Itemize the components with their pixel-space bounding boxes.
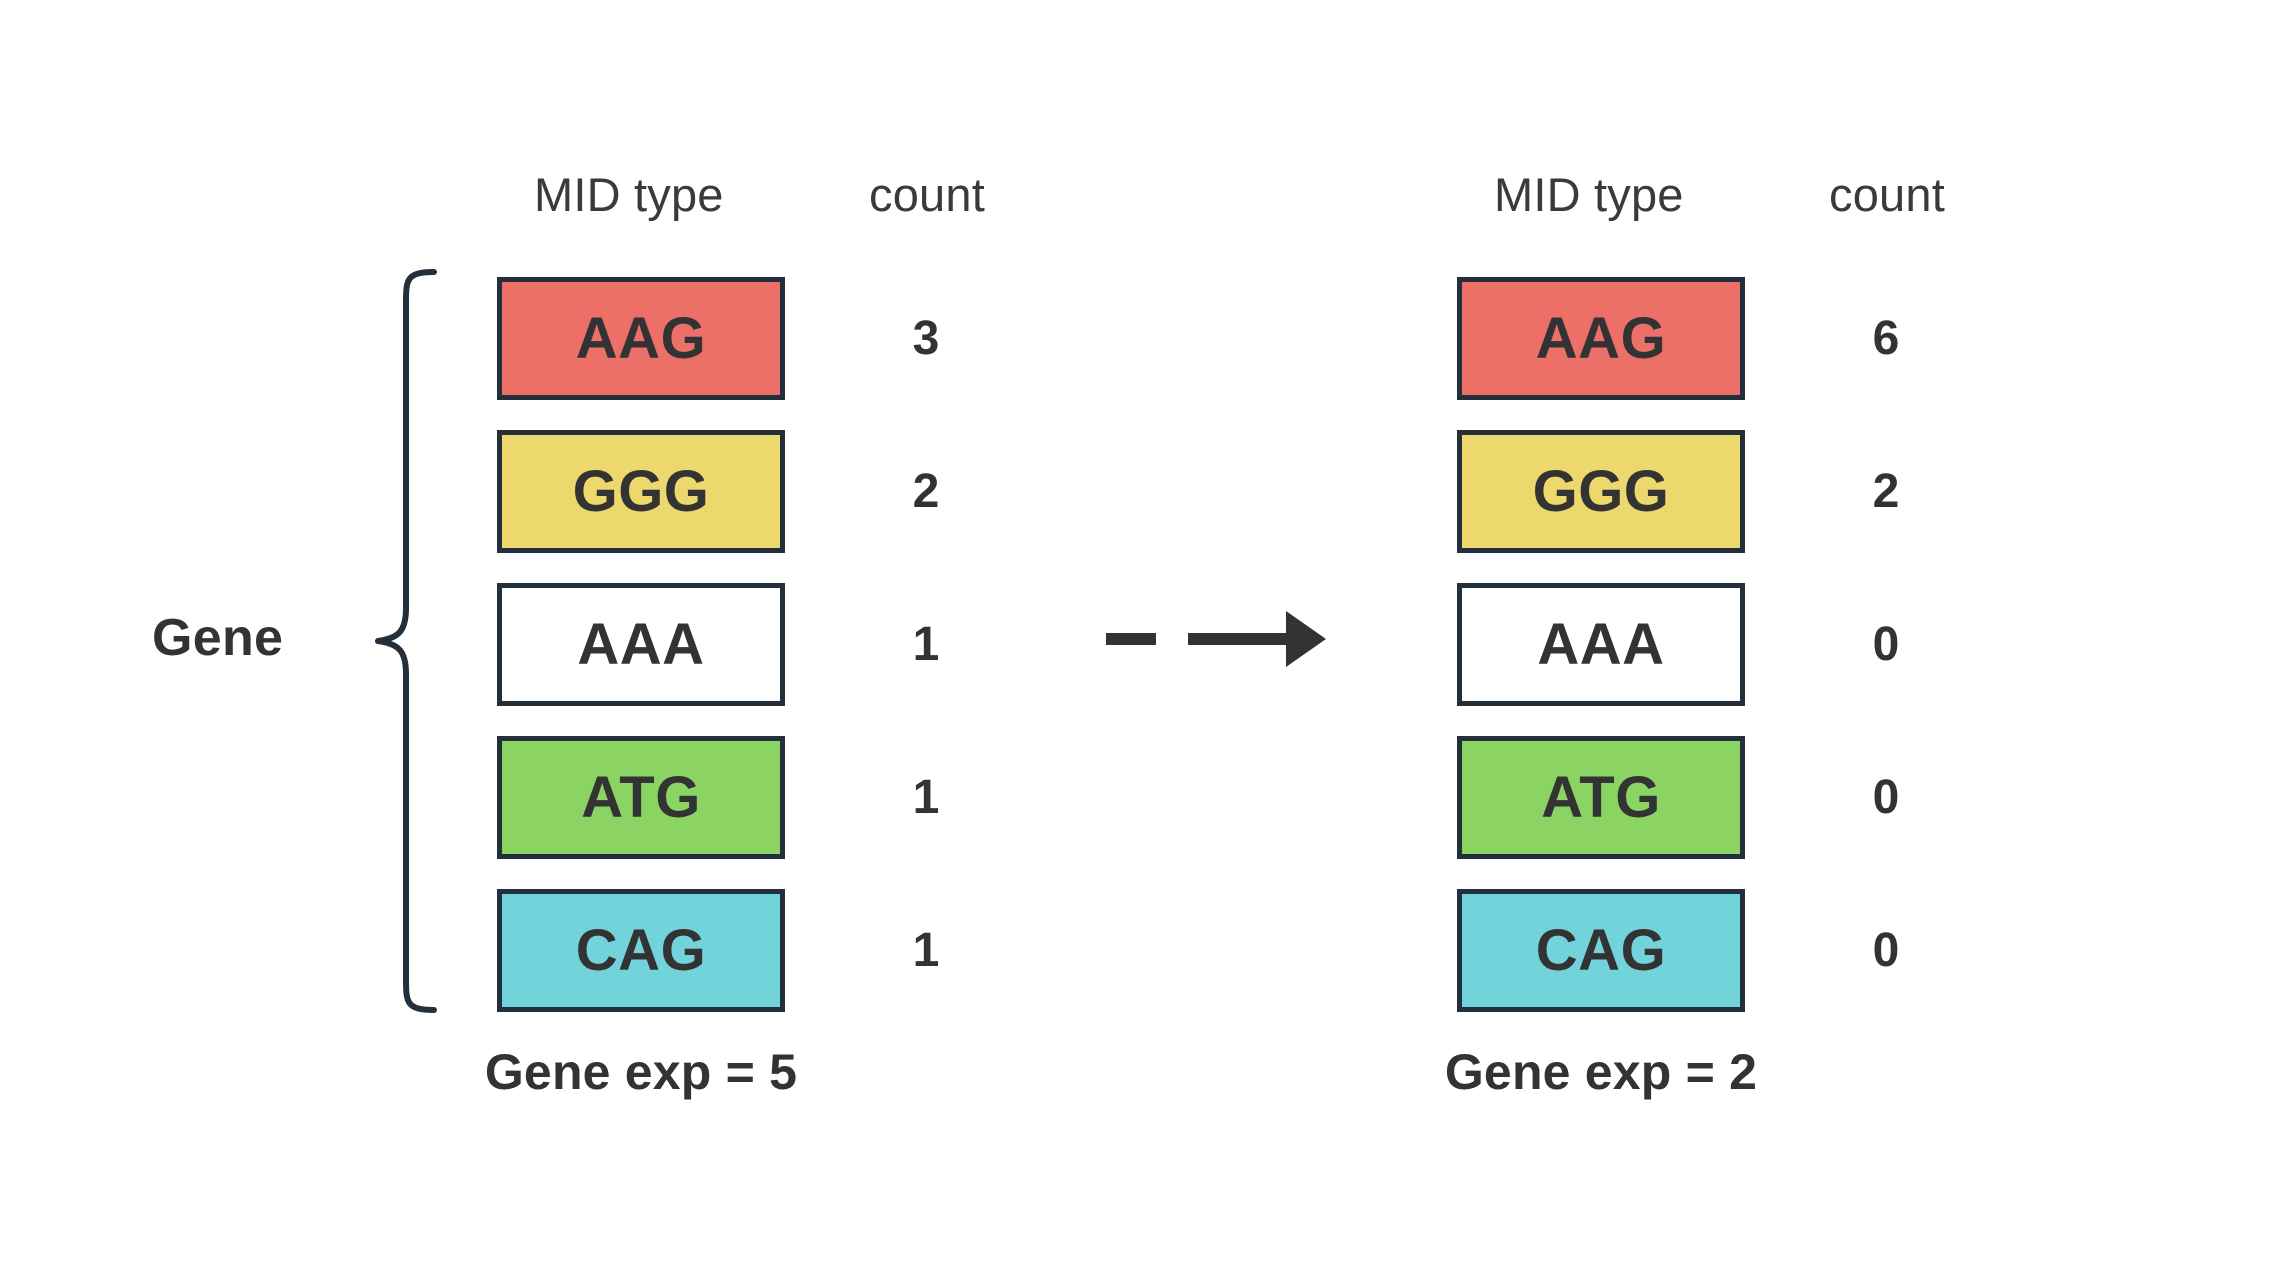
right-mid-box-atg[interactable]: ATG [1457,736,1745,859]
left-mid-label-atg: ATG [581,764,701,830]
left-header-mid-type: MID type [534,168,724,221]
right-mid-box-aag[interactable]: AAG [1457,277,1745,400]
left-header-count: count [869,168,985,221]
left-mid-label-aag: AAG [575,305,707,371]
right-mid-label-aag: AAG [1535,305,1667,371]
left-mid-box-cag[interactable]: CAG [497,889,785,1012]
gene-group-label: Gene [152,609,284,667]
left-count-cag: 1 [912,924,940,977]
right-mid-label-aaa: AAA [1537,611,1665,677]
right-mid-box-aaa[interactable]: AAA [1457,583,1745,706]
left-mid-label-aaa: AAA [577,611,705,677]
left-mid-box-ggg[interactable]: GGG [497,430,785,553]
left-count-atg: 1 [912,771,940,824]
right-mid-box-ggg[interactable]: GGG [1457,430,1745,553]
left-count-aaa: 1 [912,618,940,671]
left-mid-box-aaa[interactable]: AAA [497,583,785,706]
right-count-cag: 0 [1872,924,1900,977]
right-count-ggg: 2 [1872,465,1900,518]
left-mid-label-cag: CAG [575,917,707,983]
left-mid-label-ggg: GGG [572,458,710,524]
right-gene-exp-total: Gene exp = 2 [1444,1044,1758,1100]
left-mid-box-aag[interactable]: AAG [497,277,785,400]
right-header-count: count [1829,168,1945,221]
right-mid-label-cag: CAG [1535,917,1667,983]
left-gene-exp-total: Gene exp = 5 [484,1044,798,1100]
left-mid-box-atg[interactable]: ATG [497,736,785,859]
right-mid-box-cag[interactable]: CAG [1457,889,1745,1012]
right-header-mid-type: MID type [1494,168,1684,221]
dashed-arrow-right-icon [1100,608,1330,683]
right-count-aag: 6 [1872,312,1900,365]
left-count-aag: 3 [912,312,940,365]
right-count-aaa: 0 [1872,618,1900,671]
right-count-atg: 0 [1872,771,1900,824]
right-mid-label-atg: ATG [1541,764,1661,830]
right-mid-label-ggg: GGG [1532,458,1670,524]
gene-curly-brace [372,268,442,1019]
left-count-ggg: 2 [912,465,940,518]
